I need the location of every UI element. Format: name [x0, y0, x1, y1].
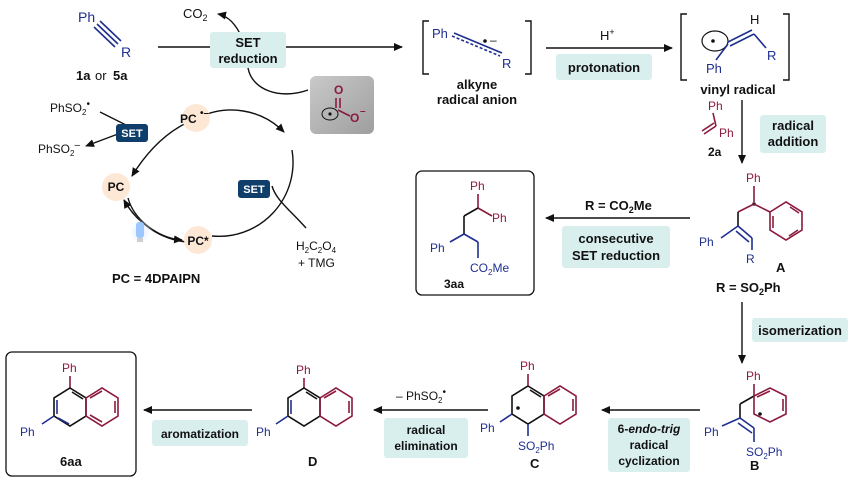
- compound-label-5a: 5a: [113, 68, 128, 83]
- isomerization-label: isomerization: [758, 323, 842, 338]
- pc-ground: PC: [108, 180, 125, 194]
- product-3aa: Ph Ph Ph CO2Me 3aa: [415, 170, 535, 296]
- compound-label-2a: 2a: [708, 145, 722, 159]
- styrene-ph1: Ph: [708, 99, 723, 113]
- alkyne-ph: Ph: [78, 9, 95, 25]
- aromatization-panel: [152, 420, 248, 446]
- radical-addition-line2: addition: [768, 134, 819, 149]
- svg-text:SET: SET: [121, 128, 143, 140]
- product-3aa-box: [415, 170, 535, 296]
- protonation-label: protonation: [568, 60, 640, 75]
- A-ph-top: Ph: [746, 171, 761, 185]
- B-ph-top: Ph: [746, 369, 761, 383]
- intermediate-B: Ph Ph SO2Ph B: [704, 369, 787, 473]
- svg-text:–: –: [490, 33, 497, 47]
- product-6aa-box: [5, 351, 137, 477]
- consecutive-line1: consecutive: [578, 231, 653, 246]
- vinyl-h: H: [750, 12, 759, 27]
- intermediate-D: Ph Ph D: [256, 363, 353, 469]
- radical-addition-panel: [760, 115, 826, 153]
- consecutive-line2: SET reduction: [572, 248, 660, 263]
- p3aa-ph1: Ph: [470, 179, 485, 193]
- C-ph-left: Ph: [480, 421, 495, 435]
- p3aa-co2me: CO2Me: [470, 261, 509, 277]
- intermediate-C: Ph Ph SO2Ph C: [480, 359, 577, 471]
- carboxyl-o-right: O: [350, 111, 359, 125]
- hplus-label: H+: [600, 27, 615, 43]
- alkyne-1a: Ph R 1a or 5a: [76, 9, 131, 83]
- r-co2me-condition: R = CO2Me: [585, 198, 652, 215]
- consecutive-set-panel: [562, 226, 670, 268]
- A-r: R: [746, 252, 755, 266]
- svg-text:•–: •–: [200, 108, 210, 119]
- compound-label-3aa: 3aa: [444, 277, 464, 291]
- label-or: or: [95, 68, 107, 83]
- photocatalytic-cycle: PC •– PC PC* SET SET PhSO2• PhSO2– H2C2O…: [38, 76, 374, 286]
- intermediate-label-A: A: [776, 260, 786, 275]
- pc-excited: PC*: [187, 234, 209, 248]
- aromatization-label: aromatization: [161, 427, 239, 441]
- product-6aa: Ph Ph 6aa: [5, 351, 137, 477]
- set-box-right: [238, 180, 270, 198]
- co2-label: CO2: [183, 6, 208, 23]
- p6aa-ph-left: Ph: [20, 425, 35, 439]
- isomerization-panel: [752, 318, 848, 342]
- set-box-left: [116, 124, 148, 142]
- set-reduction-panel: [210, 32, 286, 68]
- B-ph-left: Ph: [704, 425, 719, 439]
- p3aa-ph2: Ph: [492, 211, 507, 225]
- p6aa-ph-top: Ph: [62, 361, 77, 375]
- svg-text:SET: SET: [243, 184, 265, 196]
- vinyl-r: R: [767, 48, 776, 63]
- A-ph-left: Ph: [699, 235, 714, 249]
- reagent-oxalic-acid: H2C2O4: [296, 239, 337, 255]
- alkyne-radical-anion: Ph – R alkyne radical anion: [422, 20, 532, 107]
- pc-name: PC = 4DPAIPN: [112, 271, 200, 286]
- cyclization-line1: 6-endo-trig: [618, 422, 681, 436]
- intermediate-label-D: D: [308, 454, 317, 469]
- compound-label-6aa: 6aa: [60, 454, 82, 469]
- light-bulb-icon: [136, 222, 144, 238]
- radical-addition-line1: radical: [772, 118, 814, 133]
- compound-label-1a: 1a: [76, 68, 91, 83]
- radical-elimination-panel: [384, 418, 468, 458]
- radical-anion-label-line1: alkyne: [457, 77, 497, 92]
- intermediate-label-B: B: [750, 458, 759, 473]
- cyclization-panel: [608, 418, 690, 472]
- radical-elim-line1: radical: [407, 423, 446, 437]
- r-so2ph-condition: R = SO2Ph: [716, 280, 781, 297]
- radical-anion-ph: Ph: [432, 26, 448, 41]
- alkyne-r: R: [121, 44, 131, 60]
- carboxyl-o-top: O: [334, 83, 343, 97]
- svg-text:–: –: [360, 106, 366, 117]
- phso2-anion: PhSO2–: [38, 140, 80, 158]
- vinyl-radical: H R Ph vinyl radical: [680, 12, 790, 97]
- pc-radical-anion: PC: [180, 112, 197, 126]
- set-reduction-line2: reduction: [218, 51, 277, 66]
- styrene-2a: Ph Ph 2a: [701, 99, 734, 159]
- B-so2ph: SO2Ph: [746, 445, 782, 461]
- cyclization-line2: radical: [630, 438, 669, 452]
- phso2-radical: PhSO2•: [50, 99, 90, 117]
- intermediate-A: Ph Ph R A: [699, 171, 803, 275]
- D-ph-top: Ph: [296, 363, 311, 377]
- vinyl-radical-label: vinyl radical: [700, 82, 775, 97]
- cyclization-line3: cyclization: [618, 454, 679, 468]
- D-ph-left: Ph: [256, 425, 271, 439]
- set-reduction-line1: SET: [235, 35, 260, 50]
- radical-elim-line2: elimination: [394, 439, 457, 453]
- vinyl-ph: Ph: [706, 61, 722, 76]
- radical-anion-label-line2: radical anion: [437, 92, 517, 107]
- C-so2ph: SO2Ph: [518, 439, 554, 455]
- C-ph-top: Ph: [520, 359, 535, 373]
- minus-phso2: – PhSO2•: [396, 387, 446, 405]
- carboxyl-to-set-arrow: [247, 67, 309, 95]
- intermediate-label-C: C: [530, 456, 540, 471]
- radical-anion-r: R: [502, 56, 511, 71]
- reagent-tmg: + TMG: [298, 256, 335, 270]
- p3aa-ph3: Ph: [430, 241, 445, 255]
- protonation-panel: [556, 54, 652, 80]
- styrene-ph2: Ph: [719, 126, 734, 140]
